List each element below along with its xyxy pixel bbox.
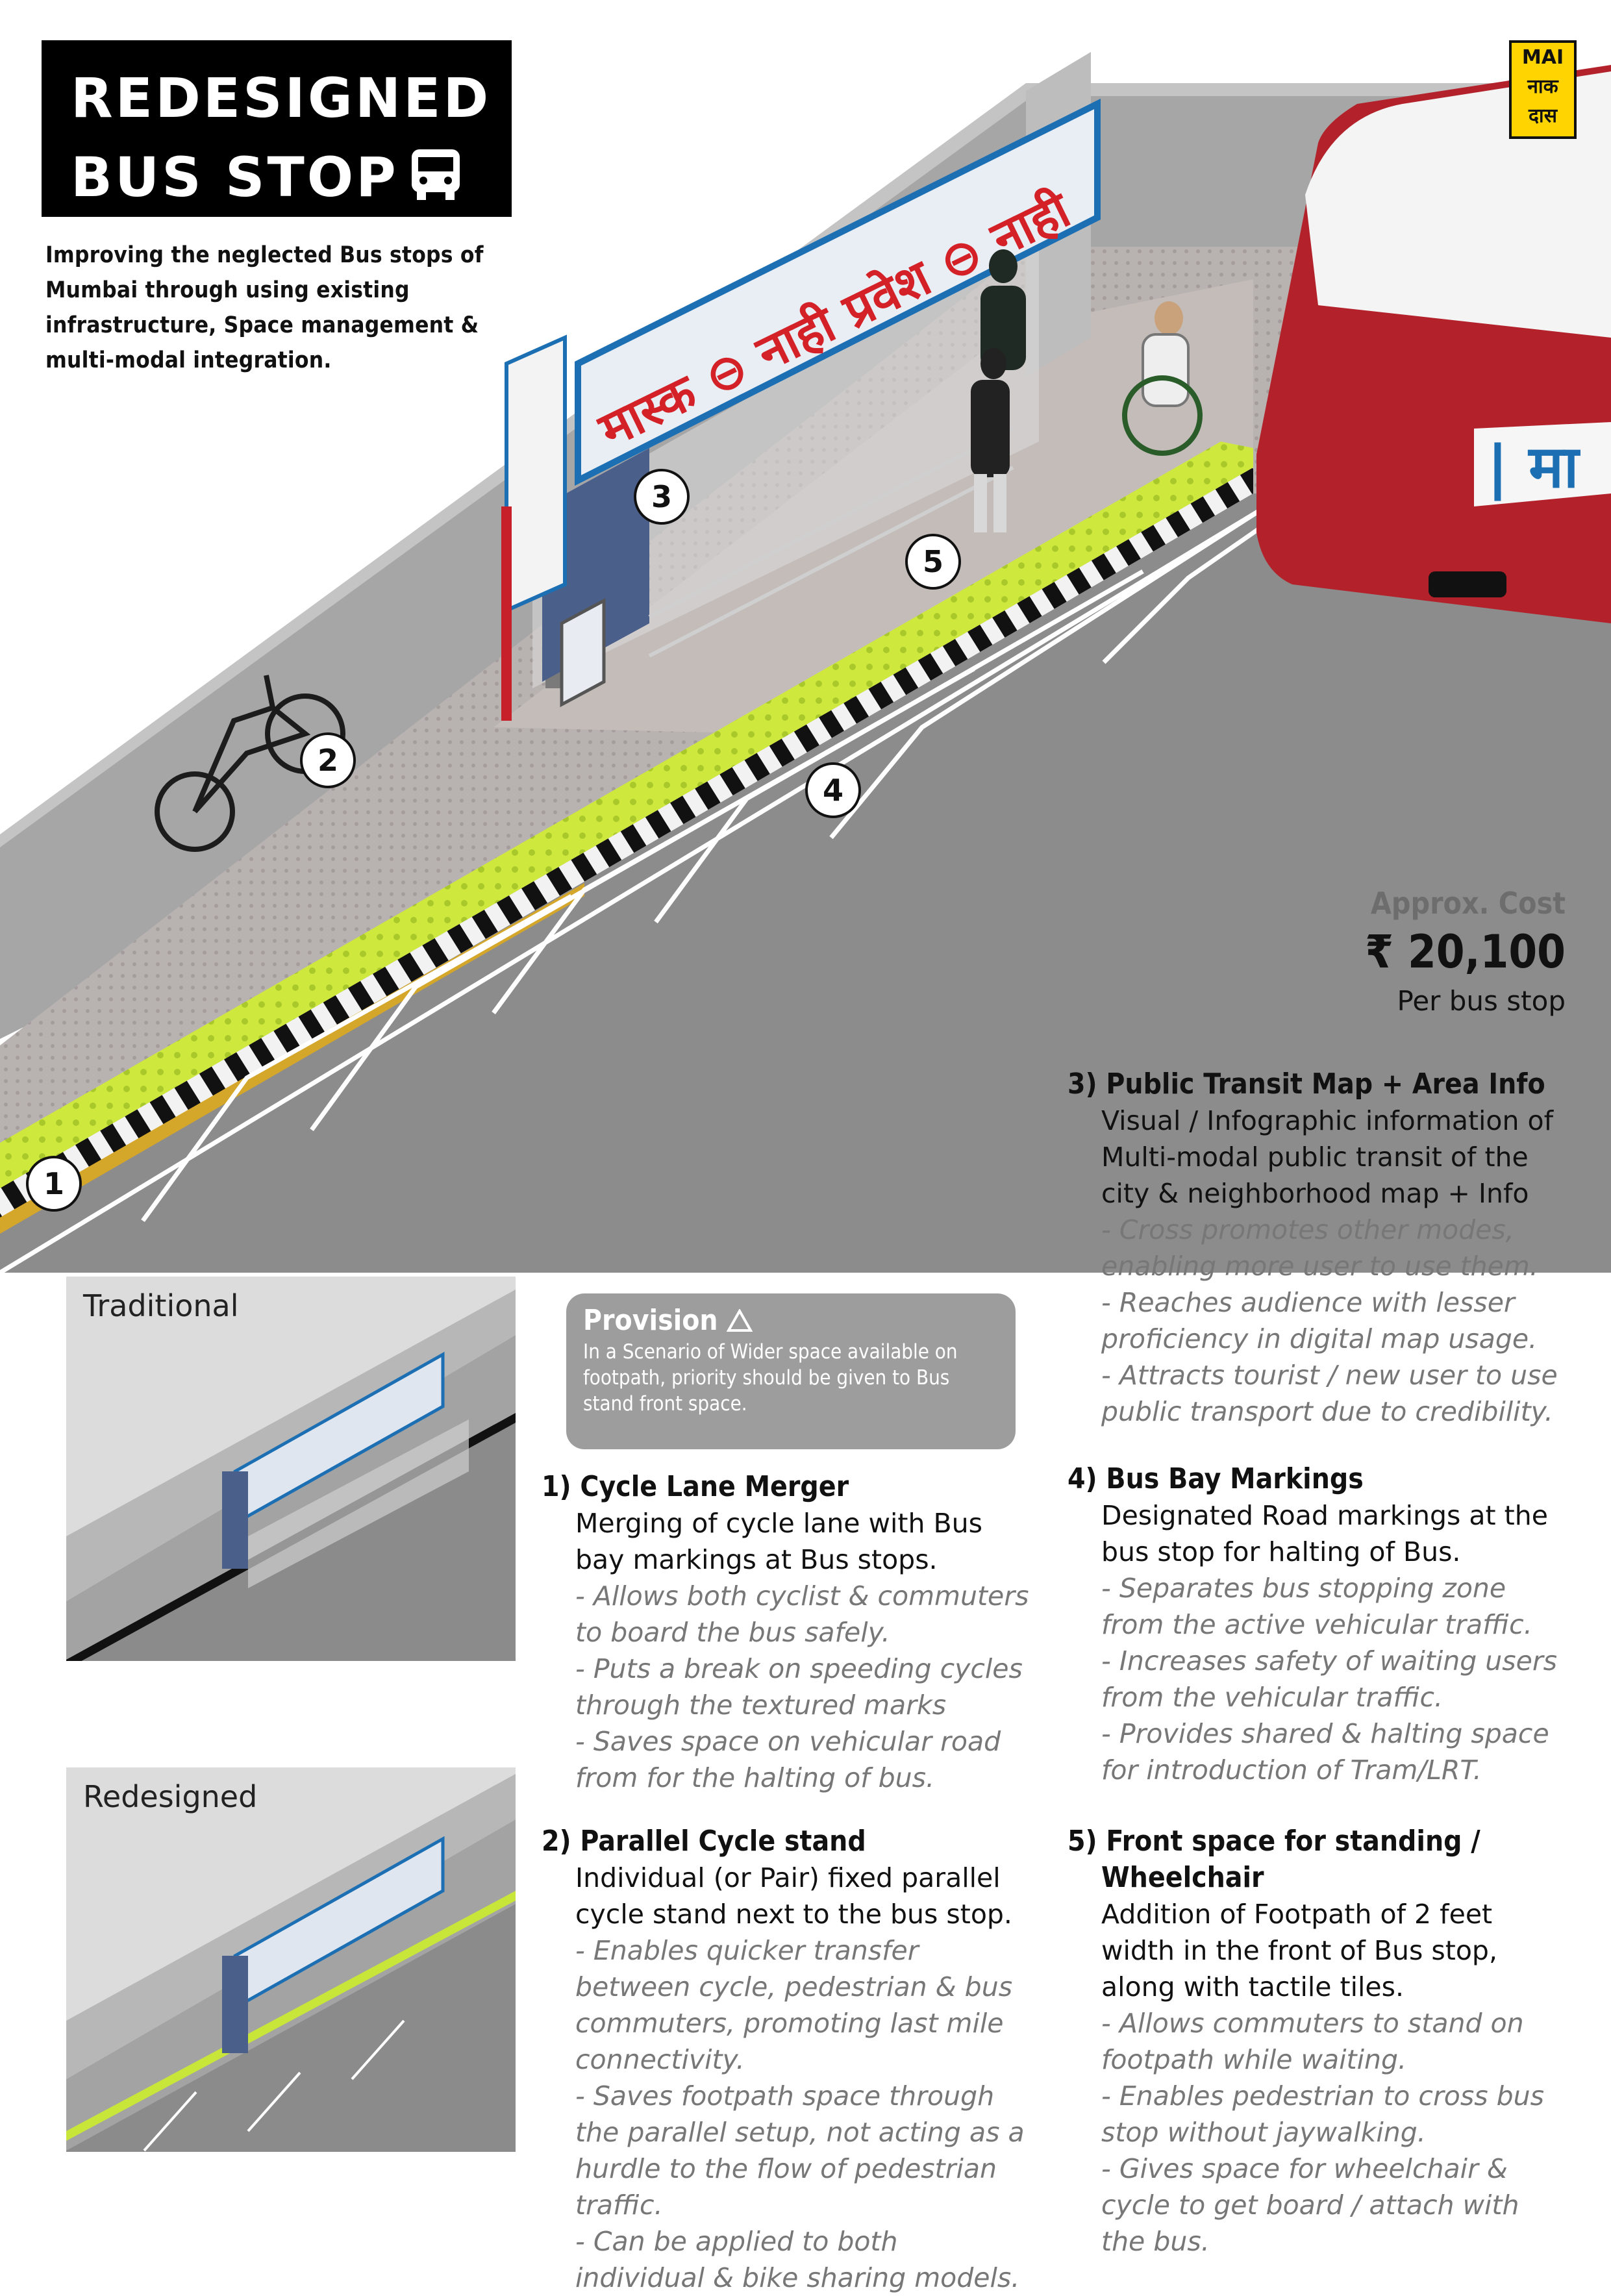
- section-2-point: - Enables quicker transfer between cycle…: [575, 1935, 1013, 2075]
- redesigned-panel: Redesigned: [66, 1767, 516, 2152]
- redesigned-label: Redesigned: [83, 1779, 258, 1814]
- section-5-heading: 5) Front space for standing /: [1068, 1825, 1480, 1858]
- marker-3: 3: [634, 469, 690, 525]
- section-2-point: - Can be applied to both individual & bi…: [575, 2226, 1020, 2293]
- section-public-transit-map: 3) Public Transit Map + Area Info Visual…: [1068, 1066, 1561, 1430]
- cost-label: Approx. Cost: [1370, 886, 1566, 921]
- marker-1: 1: [26, 1156, 82, 1212]
- title-block: REDESIGNED BUS STOP: [42, 40, 512, 217]
- bus-icon: [411, 149, 460, 200]
- section-2-point: - Saves footpath space through the paral…: [575, 2080, 1025, 2221]
- traditional-label: Traditional: [83, 1288, 239, 1323]
- section-5-point: - Allows commuters to stand on footpath …: [1101, 2008, 1524, 2075]
- section-5-point: - Enables pedestrian to cross bus stop w…: [1101, 2080, 1545, 2148]
- provision-heading: Provision: [583, 1303, 1000, 1339]
- section-4-heading: 4) Bus Bay Markings: [1068, 1462, 1364, 1495]
- traditional-panel: Traditional: [66, 1277, 516, 1661]
- info-stand: [560, 597, 606, 708]
- road: [0, 493, 1611, 1273]
- logo-line-3: दास: [1529, 105, 1557, 127]
- section-4-point: - Provides shared & halting space for in…: [1101, 1718, 1549, 1786]
- title-line-2: BUS STOP: [71, 138, 512, 217]
- section-3-desc: Visual / Infographic information of Mult…: [1101, 1105, 1554, 1209]
- bus: | मा: [1256, 65, 1611, 623]
- section-1-point: - Allows both cyclist & commuters to boa…: [575, 1580, 1029, 1648]
- section-5-desc: Addition of Footpath of 2 feet width in …: [1101, 1899, 1497, 2003]
- section-4-point: - Separates bus stopping zone from the a…: [1101, 1573, 1532, 1640]
- cost-per: Per bus stop: [1397, 985, 1566, 1017]
- mainakdas-logo: MAI नाक दास: [1509, 40, 1577, 139]
- curb-stripes: [0, 468, 1253, 1221]
- section-1-heading: 1) Cycle Lane Merger: [542, 1470, 849, 1503]
- section-1-point: - Saves space on vehicular road from for…: [575, 1726, 1001, 1793]
- marker-2: 2: [300, 732, 356, 788]
- provision-box: Provision In a Scenario of Wider space a…: [566, 1293, 1016, 1449]
- logo-line-2: नाक: [1527, 75, 1558, 98]
- bus-stop-illustration: मास्क ⊖ नाही प्रवेश ⊖ नाही | मा: [0, 52, 1611, 1273]
- section-1-desc: Merging of cycle lane with Bus bay marki…: [575, 1508, 982, 1575]
- section-5-heading-cont: Wheelchair: [1101, 1861, 1264, 1894]
- section-3-heading: 3) Public Transit Map + Area Info: [1068, 1067, 1545, 1101]
- sign-board: [575, 98, 1101, 486]
- bus-destination-text: | मा: [1487, 433, 1580, 502]
- section-3-point: - Reaches audience with lesser proficien…: [1101, 1287, 1538, 1354]
- section-3-point: - Attracts tourist / new user to use pub…: [1101, 1360, 1558, 1427]
- section-parallel-cycle-stand: 2) Parallel Cycle stand Individual (or P…: [542, 1823, 1035, 2296]
- marker-5: 5: [905, 534, 961, 590]
- traditional-illustration: [66, 1290, 516, 1661]
- section-front-space: 5) Front space for standing / Wheelchair…: [1068, 1823, 1561, 2260]
- cost-block: Approx. Cost ₹ 20,100 Per bus stop: [1365, 886, 1566, 1019]
- section-4-desc: Designated Road markings at the bus stop…: [1101, 1500, 1548, 1567]
- tactile-strip: [0, 442, 1253, 1188]
- intro-text: Improving the neglected Bus stops of Mum…: [45, 242, 484, 373]
- warning-triangle-icon: [726, 1308, 753, 1332]
- section-3-point: - Cross promotes other modes, enabling m…: [1101, 1214, 1538, 1282]
- title-line-1: REDESIGNED: [71, 66, 492, 130]
- marker-4: 4: [805, 762, 861, 818]
- section-2-desc: Individual (or Pair) fixed parallel cycl…: [575, 1862, 1012, 1930]
- provision-text: In a Scenario of Wider space available o…: [583, 1340, 958, 1416]
- section-cycle-lane-merger: 1) Cycle Lane Merger Merging of cycle la…: [542, 1469, 1035, 1796]
- section-bus-bay-markings: 4) Bus Bay Markings Designated Road mark…: [1068, 1461, 1561, 1788]
- section-5-point: - Gives space for wheelchair & cycle to …: [1101, 2153, 1519, 2257]
- section-2-heading: 2) Parallel Cycle stand: [542, 1825, 866, 1858]
- cost-amount: ₹ 20,100: [1365, 925, 1566, 979]
- logo-line-1: MAI: [1521, 46, 1564, 69]
- section-4-point: - Increases safety of waiting users from…: [1101, 1645, 1558, 1713]
- commuter-figures: [971, 249, 1203, 532]
- redesigned-illustration: [66, 1774, 516, 2152]
- section-1-point: - Puts a break on speeding cycles throug…: [575, 1653, 1023, 1721]
